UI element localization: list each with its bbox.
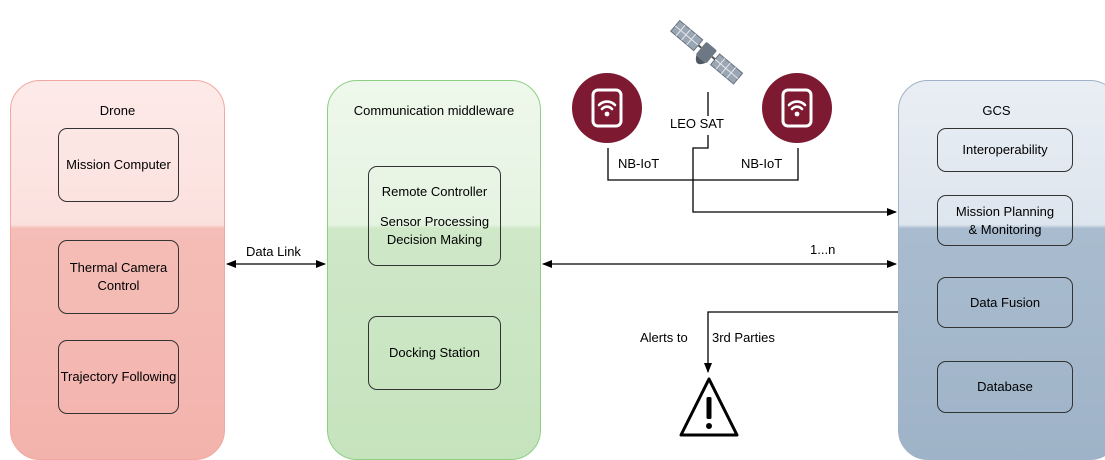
middleware-panel: Communication middleware Remote Controll… <box>327 80 541 460</box>
drone-panel: Drone Mission Computer Thermal Camera Co… <box>10 80 225 460</box>
third-parties-label: 3rd Parties <box>712 330 775 345</box>
alerts-line <box>704 311 898 373</box>
middleware-title: Communication middleware <box>353 103 515 118</box>
drone-title: Drone <box>99 103 136 118</box>
data-link-label: Data Link <box>246 244 301 259</box>
mission-computer-label: Mission Computer <box>66 157 171 172</box>
uplink-line <box>692 135 897 216</box>
nbiot-right-line <box>693 148 799 181</box>
interoperability-box[interactable]: Interoperability <box>937 128 1073 172</box>
mission-planning-label-line2: & Monitoring <box>968 221 1042 237</box>
data-fusion-label: Data Fusion <box>969 294 1041 310</box>
wifi-router-icon <box>762 73 832 143</box>
gcs-title: GCS <box>982 103 1011 118</box>
nbiot-left-label: NB-IoT <box>618 156 660 171</box>
docking-station-box[interactable]: Docking Station <box>368 316 501 390</box>
leo-sat-label: LEO SAT <box>668 116 726 131</box>
trajectory-following-label: Trajectory Following <box>60 369 177 384</box>
gcs-panel: GCS Interoperability Mission Planning & … <box>898 80 1105 460</box>
multiplicity-label: 1...n <box>810 242 836 257</box>
database-box[interactable]: Database <box>937 361 1073 413</box>
sensor-processing-label: Sensor Processing <box>379 214 490 229</box>
mission-computer-box[interactable]: Mission Computer <box>58 128 179 202</box>
remote-controller-label: Remote Controller <box>381 184 488 199</box>
connector-lines <box>226 92 898 373</box>
nbiot-right-label: NB-IoT <box>741 156 783 171</box>
thermal-camera-label-line1: Thermal Camera <box>69 260 168 275</box>
interoperability-label: Interoperability <box>962 142 1048 157</box>
warning-triangle-icon <box>678 375 740 441</box>
mission-planning-box[interactable]: Mission Planning & Monitoring <box>937 195 1073 246</box>
alerts-to-label: Alerts to <box>640 330 688 345</box>
database-label: Database <box>977 379 1033 394</box>
docking-station-label: Docking Station <box>388 345 481 360</box>
data-fusion-box[interactable]: Data Fusion <box>937 277 1073 328</box>
nbiot-left-line <box>607 148 693 181</box>
mission-planning-label-line1: Mission Planning <box>955 203 1055 219</box>
satellite-icon <box>663 12 749 94</box>
decision-making-label: Decision Making <box>386 232 483 247</box>
remote-controller-box[interactable]: Remote Controller Sensor Processing Deci… <box>368 166 501 266</box>
thermal-camera-control-box[interactable]: Thermal Camera Control <box>58 240 179 314</box>
trajectory-following-box[interactable]: Trajectory Following <box>58 340 179 414</box>
wifi-router-icon <box>572 73 642 143</box>
thermal-camera-label-line2: Control <box>97 278 140 293</box>
